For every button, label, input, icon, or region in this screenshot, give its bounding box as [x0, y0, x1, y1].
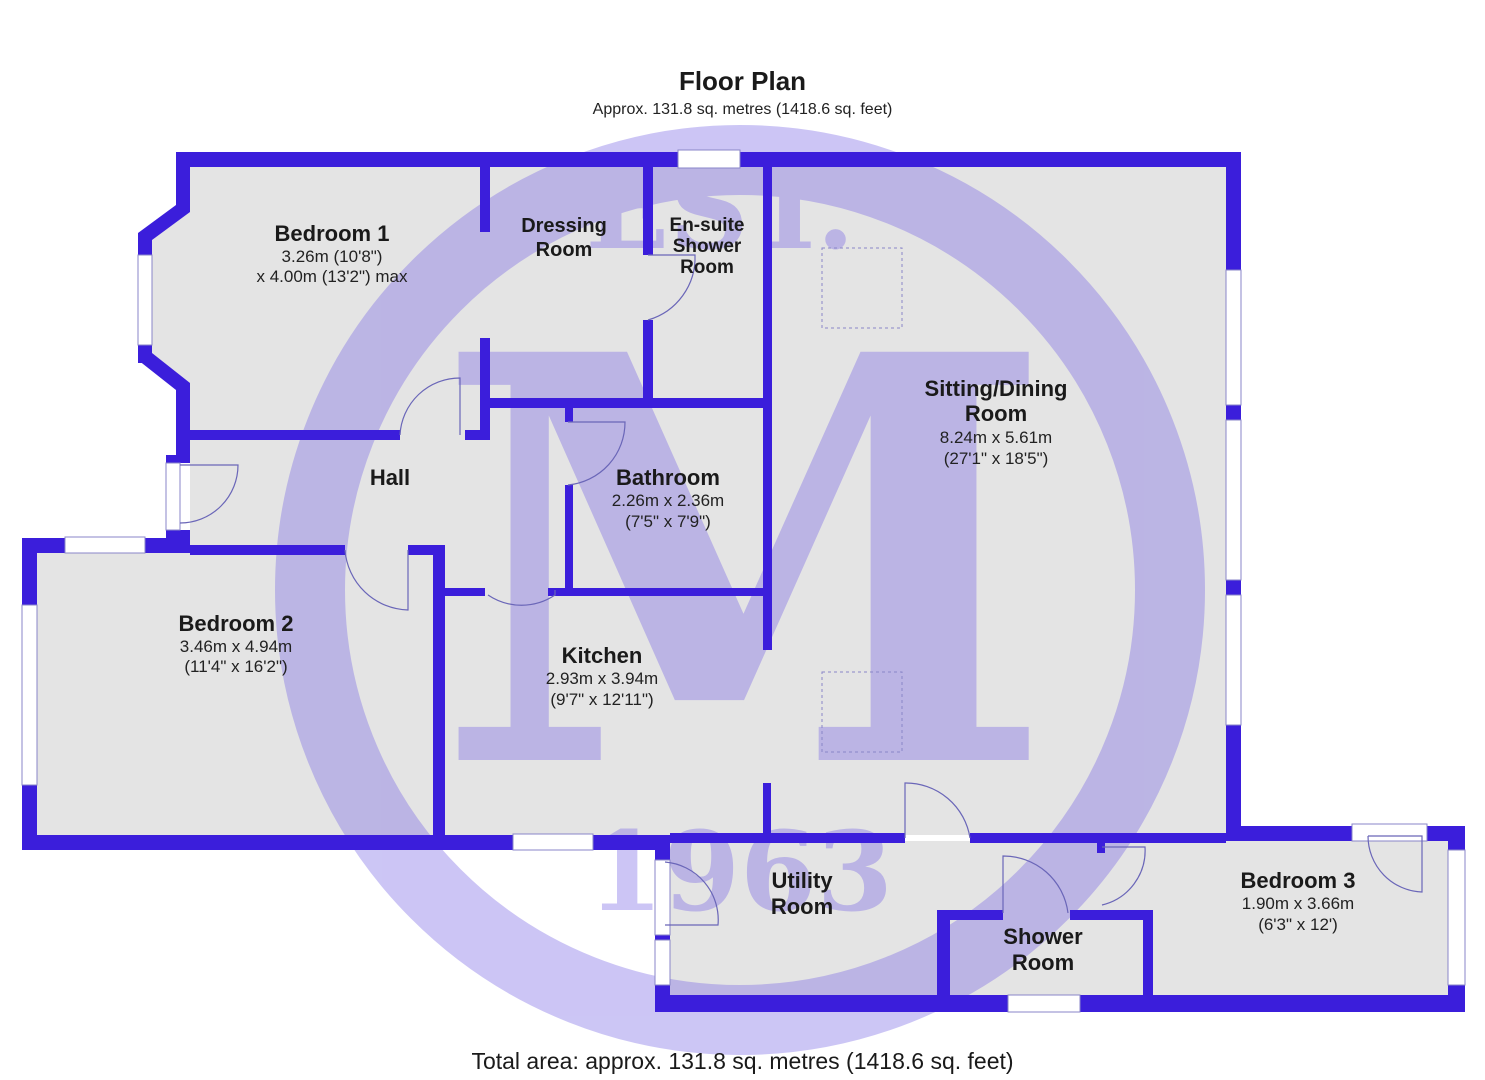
room-dimensions: 2.93m x 3.94m [546, 669, 658, 688]
room-name: Shower [1003, 924, 1083, 949]
room-ensuite: En-suite Shower Room [670, 215, 745, 278]
room-name: Room [1012, 950, 1074, 975]
room-dimensions: 3.46m x 4.94m [180, 637, 292, 656]
room-name: Utility [771, 868, 833, 893]
svg-text:M: M [435, 235, 1055, 893]
room-kitchen: Kitchen 2.93m x 3.94m (9'7" x 12'11") [546, 643, 658, 709]
windows [21, 149, 1466, 1013]
room-name: Bathroom [616, 465, 720, 490]
room-name: Bedroom 1 [275, 221, 390, 246]
room-dimensions: 2.26m x 2.36m [612, 491, 724, 510]
room-bedroom-3: Bedroom 3 1.90m x 3.66m (6'3" x 12') [1241, 868, 1356, 934]
room-dressing: Dressing Room [521, 215, 607, 261]
room-name: Room [965, 401, 1027, 426]
room-name: Dressing [521, 215, 607, 237]
total-area: Total area: approx. 131.8 sq. metres (14… [471, 1048, 1014, 1074]
room-dimensions: 8.24m x 5.61m [940, 428, 1052, 447]
room-dimensions: (27'1" x 18'5") [944, 449, 1049, 468]
room-name: Bedroom 3 [1241, 868, 1356, 893]
room-name: Kitchen [562, 643, 643, 668]
room-hall: Hall [370, 465, 410, 490]
room-dimensions: (7'5" x 7'9") [625, 512, 711, 531]
room-name: Shower [673, 236, 742, 257]
room-dimensions: 3.26m (10'8") [282, 247, 383, 266]
room-name: Room [680, 257, 734, 278]
room-name: Room [536, 239, 593, 261]
room-shower: Shower Room [1003, 924, 1083, 975]
svg-text:1963: 1963 [587, 807, 893, 936]
door-swings [179, 254, 1423, 926]
floors [37, 167, 1448, 996]
skylight [821, 671, 903, 753]
room-utility: Utility Room [771, 868, 833, 919]
room-name: Room [771, 894, 833, 919]
room-dimensions: (6'3" x 12') [1258, 915, 1338, 934]
plan-title: Floor Plan [678, 66, 807, 96]
room-dimensions: 1.90m x 3.66m [1242, 894, 1354, 913]
room-name: En-suite [670, 215, 745, 236]
room-dimensions: (9'7" x 12'11") [550, 690, 653, 709]
room-bedroom-2: Bedroom 2 3.46m x 4.94m (11'4" x 16'2") [179, 611, 294, 676]
plan-subtitle: Approx. 131.8 sq. metres (1418.6 sq. fee… [592, 101, 893, 118]
room-sitting-dining: Sitting/Dining Room 8.24m x 5.61m (27'1"… [925, 376, 1068, 468]
room-name: Sitting/Dining [925, 376, 1068, 401]
room-bedroom-1: Bedroom 1 3.26m (10'8") x 4.00m (13'2") … [257, 221, 408, 286]
room-bathroom: Bathroom 2.26m x 2.36m (7'5" x 7'9") [612, 465, 724, 531]
room-name: Bedroom 2 [179, 611, 294, 636]
skylight [821, 247, 903, 329]
room-dimensions: (11'4" x 16'2") [184, 657, 287, 676]
room-dimensions: x 4.00m (13'2") max [257, 267, 408, 286]
